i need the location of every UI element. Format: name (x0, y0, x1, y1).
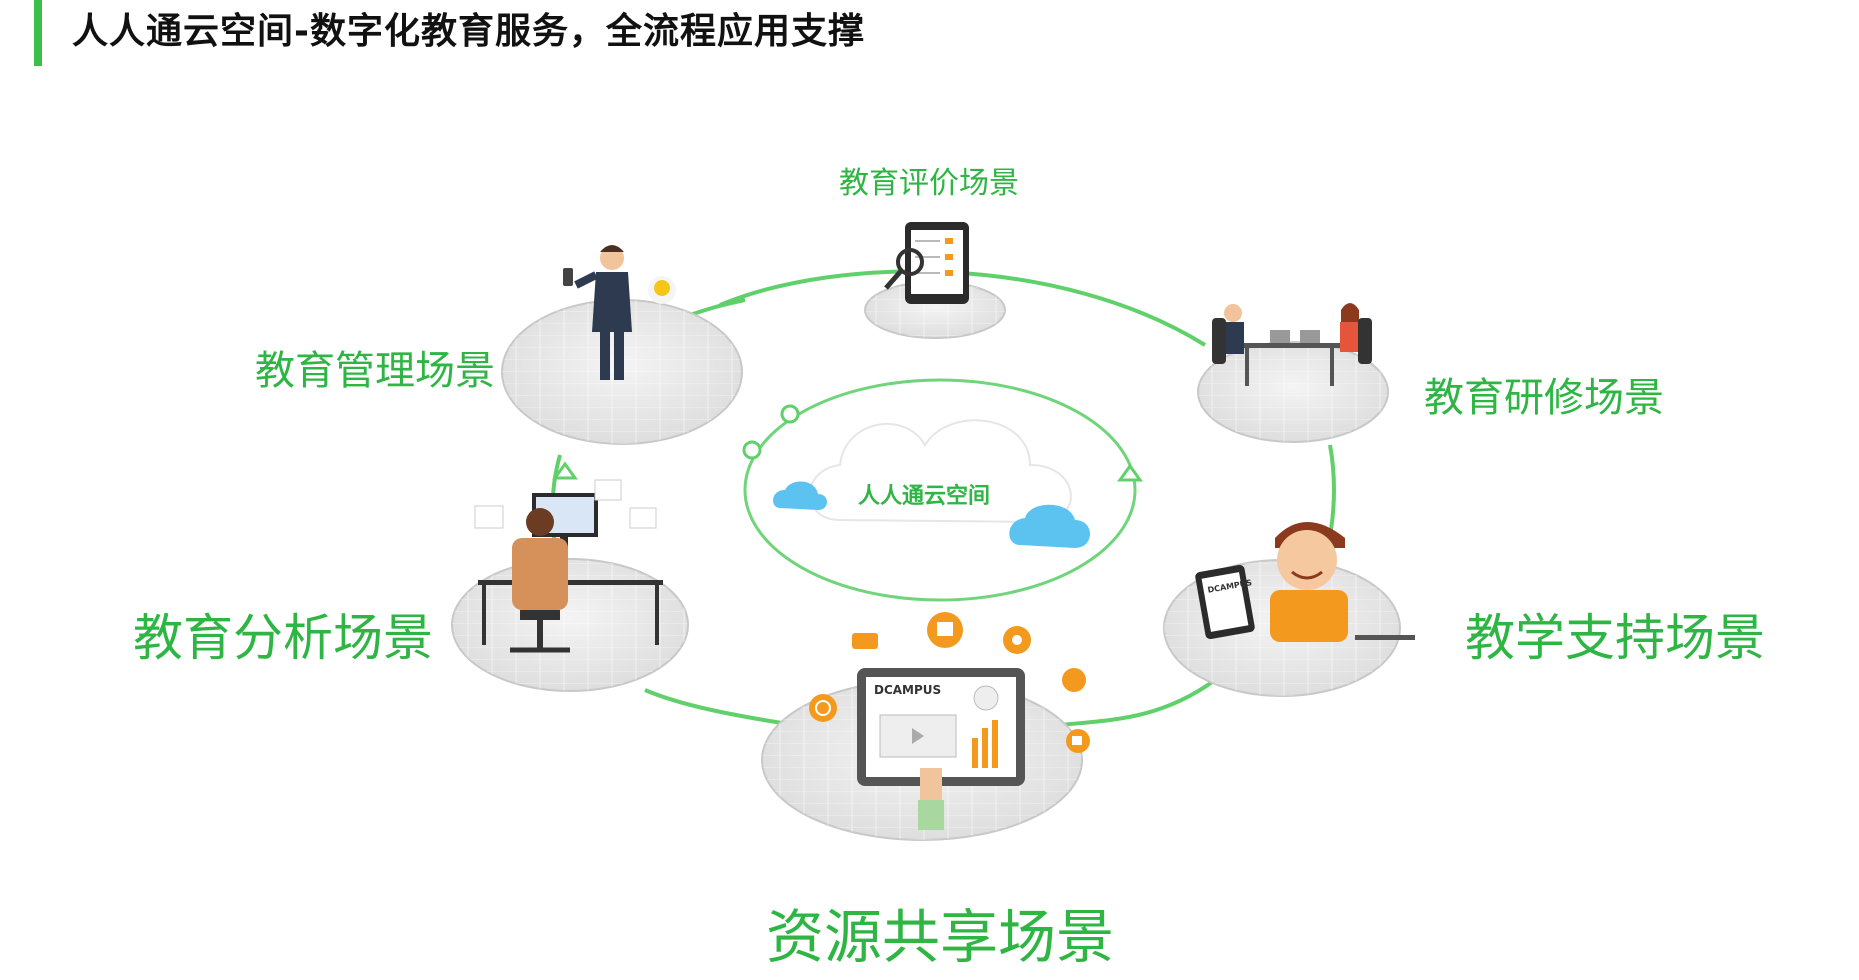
checklist-tablet-icon (884, 222, 969, 304)
label-analysis: 教育分析场景 (133, 609, 433, 667)
student-with-tablet-icon: DCAMPUS (1195, 522, 1415, 642)
tablet-brand: DCAMPUS (874, 683, 941, 697)
title-accent-bar (34, 0, 42, 66)
label-resource: 资源共享场景 (766, 903, 1115, 971)
resource-orbit-icons (809, 612, 1090, 753)
globe-icon (809, 694, 837, 722)
meeting-people-icon (1212, 303, 1372, 386)
label-management: 教育管理场景 (255, 348, 495, 394)
label-evaluation: 教育评价场景 (839, 166, 1019, 201)
platform-evaluation (864, 281, 1006, 339)
platform-analysis (451, 558, 689, 692)
label-teaching: 教学支持场景 (1465, 609, 1765, 667)
page-title: 人人通云空间-数字化教育服务，全流程应用支撑 (72, 11, 865, 52)
cloud-icon (773, 419, 1090, 548)
analyst-at-desk-icon (474, 479, 663, 653)
resource-tablet-icon: DCAMPUS (857, 668, 1025, 830)
businessman-icon (563, 245, 676, 380)
inner-ring (552, 378, 1143, 602)
center-cloud-label: 人人通云空间 (858, 484, 991, 509)
chat-icon (852, 633, 878, 649)
label-training: 教育研修场景 (1424, 375, 1664, 421)
pie-chart-icon (1062, 668, 1086, 692)
